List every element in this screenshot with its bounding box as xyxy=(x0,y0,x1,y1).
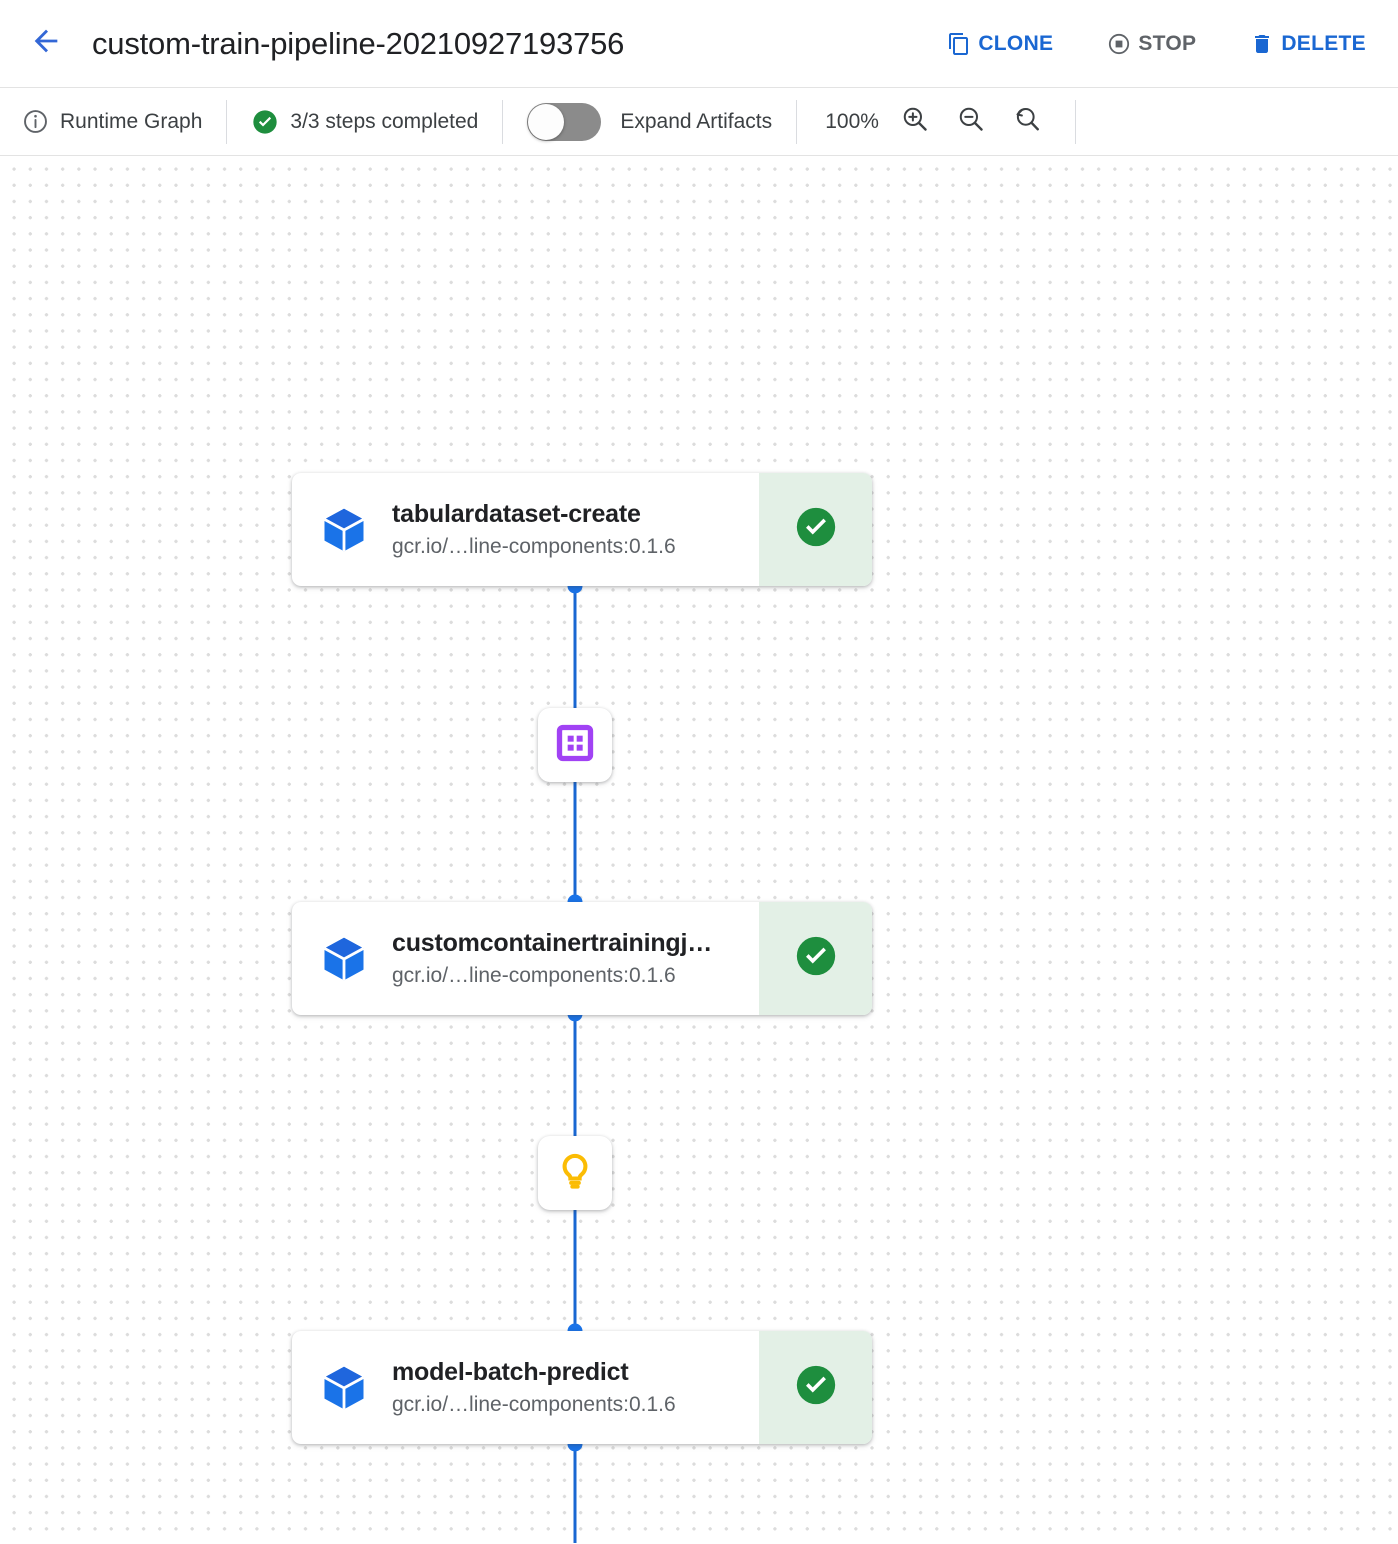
toolbar-divider xyxy=(226,99,228,144)
node-body: tabulardataset-create gcr.io/…line-compo… xyxy=(292,473,759,586)
cube-icon xyxy=(318,504,370,556)
expand-artifacts-toggle[interactable] xyxy=(527,102,602,141)
graph-edge xyxy=(573,1444,577,1543)
zoom-in-button[interactable] xyxy=(891,98,939,146)
dataset-icon xyxy=(555,723,595,768)
graph-mode-indicator: Runtime Graph xyxy=(22,100,202,144)
arrow-left-icon xyxy=(29,24,63,63)
graph-edge xyxy=(573,781,577,909)
pipeline-graph-canvas[interactable]: tabulardataset-create gcr.io/…line-compo… xyxy=(0,156,1398,1543)
node-text: model-batch-predict gcr.io/…line-compone… xyxy=(392,1357,676,1418)
header-actions: CLONE STOP DELETE xyxy=(943,26,1370,62)
cube-icon xyxy=(318,1362,370,1414)
toolbar-divider xyxy=(1075,99,1077,144)
graph-edge xyxy=(573,1014,577,1136)
zoom-reset-button[interactable] xyxy=(1003,98,1051,146)
zoom-out-button[interactable] xyxy=(947,98,995,146)
expand-artifacts-control: Expand Artifacts xyxy=(527,100,772,144)
node-status-badge xyxy=(759,1331,872,1444)
delete-button-label: DELETE xyxy=(1281,31,1366,55)
node-title: tabulardataset-create xyxy=(392,500,641,529)
node-title: model-batch-predict xyxy=(392,1358,629,1387)
stop-button-label: STOP xyxy=(1138,31,1197,55)
node-subtitle: gcr.io/…line-components:0.1.6 xyxy=(392,1392,676,1416)
graph-node-model-batch-predict[interactable]: model-batch-predict gcr.io/…line-compone… xyxy=(292,1331,872,1444)
zoom-in-icon xyxy=(900,104,930,139)
node-body: customcontainertrainingj… gcr.io/…line-c… xyxy=(292,902,759,1015)
graph-edge xyxy=(573,586,577,708)
lightbulb-icon xyxy=(555,1151,595,1196)
node-status-badge xyxy=(759,902,872,1015)
expand-artifacts-label: Expand Artifacts xyxy=(620,109,773,133)
info-icon xyxy=(22,108,49,135)
node-body: model-batch-predict gcr.io/…line-compone… xyxy=(292,1331,759,1444)
page-title: custom-train-pipeline-20210927193756 xyxy=(92,25,625,61)
graph-node-tabulardataset-create[interactable]: tabulardataset-create gcr.io/…line-compo… xyxy=(292,473,872,586)
page-header: custom-train-pipeline-20210927193756 CLO… xyxy=(0,0,1398,88)
graph-toolbar: Runtime Graph 3/3 steps completed Expand… xyxy=(0,88,1398,156)
toggle-knob xyxy=(528,103,565,140)
zoom-controls: 100% xyxy=(821,100,1051,144)
node-subtitle: gcr.io/…line-components:0.1.6 xyxy=(392,534,676,558)
check-circle-icon xyxy=(251,108,279,136)
cube-icon xyxy=(318,933,370,985)
toolbar-divider xyxy=(796,99,798,144)
stop-button[interactable]: STOP xyxy=(1103,26,1200,62)
graph-edge xyxy=(573,1210,577,1338)
clone-button-label: CLONE xyxy=(978,31,1054,55)
toolbar-divider xyxy=(502,99,504,144)
node-text: customcontainertrainingj… gcr.io/…line-c… xyxy=(392,928,712,989)
clone-button[interactable]: CLONE xyxy=(943,26,1057,62)
graph-node-customcontainertrainingjob[interactable]: customcontainertrainingj… gcr.io/…line-c… xyxy=(292,902,872,1015)
check-circle-icon xyxy=(793,504,839,555)
check-circle-icon xyxy=(793,1362,839,1413)
artifact-node-model[interactable] xyxy=(538,1136,612,1210)
copy-icon xyxy=(947,32,971,56)
zoom-reset-icon xyxy=(1012,104,1042,139)
node-text: tabulardataset-create gcr.io/…line-compo… xyxy=(392,499,676,560)
delete-button[interactable]: DELETE xyxy=(1246,26,1370,62)
graph-mode-label: Runtime Graph xyxy=(60,109,203,133)
back-button[interactable] xyxy=(22,20,70,68)
node-title: customcontainertrainingj… xyxy=(392,929,713,958)
trash-icon xyxy=(1250,32,1274,56)
artifact-node-dataset[interactable] xyxy=(538,708,612,782)
stop-icon xyxy=(1107,32,1131,56)
check-circle-icon xyxy=(793,933,839,984)
steps-status-label: 3/3 steps completed xyxy=(290,109,479,133)
steps-status: 3/3 steps completed xyxy=(251,100,478,144)
node-subtitle: gcr.io/…line-components:0.1.6 xyxy=(392,963,676,987)
zoom-out-icon xyxy=(956,104,986,139)
node-status-badge xyxy=(759,473,872,586)
zoom-level-label: 100% xyxy=(825,109,879,133)
